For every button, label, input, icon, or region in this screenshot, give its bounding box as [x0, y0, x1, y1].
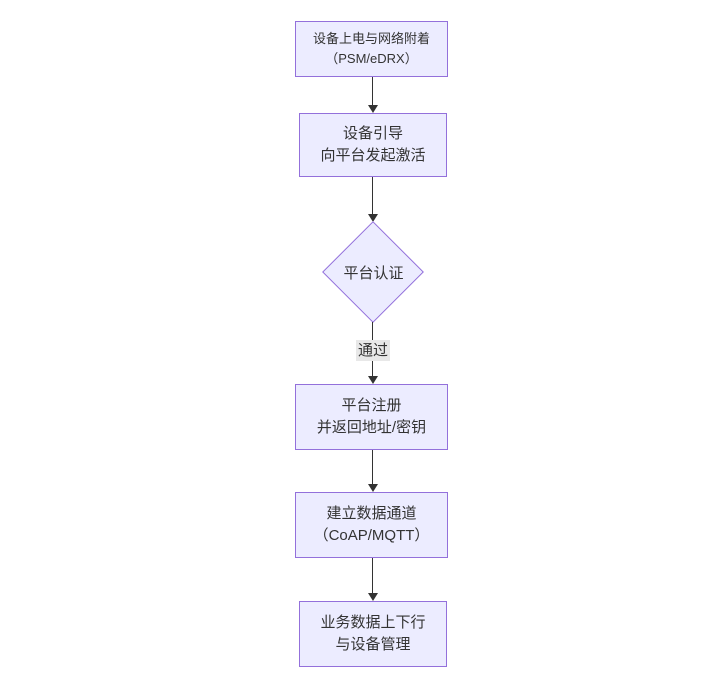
node-text-line: （CoAP/MQTT） — [313, 527, 430, 544]
arrowhead-down-icon — [368, 105, 378, 113]
flow-edge-line — [372, 77, 373, 107]
arrowhead-down-icon — [368, 214, 378, 222]
flow-node-register: 平台注册 并返回地址/密钥 — [295, 384, 448, 450]
flow-node-power-attach: 设备上电与网络附着 （PSM/eDRX） — [295, 21, 448, 77]
node-text-line: 业务数据上下行 — [320, 614, 426, 631]
decision-diamond-label: 平台认证 — [343, 264, 404, 282]
arrowhead-down-icon — [368, 484, 378, 492]
arrowhead-down-icon — [368, 593, 378, 601]
arrowhead-down-icon — [368, 376, 378, 384]
flow-node-business-data: 业务数据上下行 与设备管理 — [299, 601, 447, 667]
node-text-line: 与设备管理 — [335, 636, 411, 653]
node-text-line: 向平台发起激活 — [320, 147, 426, 164]
flow-edge-line — [372, 450, 373, 486]
node-text-line: 并返回地址/密钥 — [316, 419, 427, 436]
edge-label-pass: 通过 — [355, 340, 391, 361]
flow-node-bootstrap: 设备引导 向平台发起激活 — [299, 113, 447, 177]
node-text-line: 建立数据通道 — [326, 505, 417, 522]
flow-node-data-channel: 建立数据通道 （CoAP/MQTT） — [295, 492, 448, 558]
node-text-line: （PSM/eDRX） — [325, 51, 418, 66]
node-text-line: 设备引导 — [342, 125, 403, 142]
node-text-line: 平台注册 — [341, 397, 402, 414]
node-text-line: 设备上电与网络附着 — [312, 31, 430, 46]
flow-edge-line — [372, 558, 373, 595]
flow-edge-line — [372, 177, 373, 216]
